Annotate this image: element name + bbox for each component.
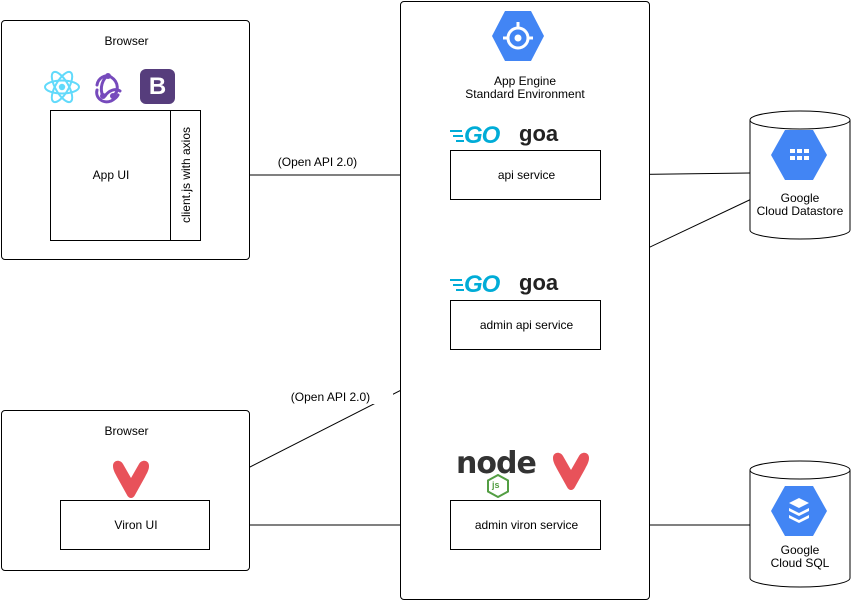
app-engine-icon: [492, 11, 544, 61]
open-api-label-bottom: (Open API 2.0): [268, 390, 393, 404]
goa-icon: goa: [519, 121, 558, 147]
go-icon: GO: [450, 122, 510, 150]
go-label: GO: [464, 122, 500, 149]
datastore-label-2: Cloud Datastore: [756, 204, 844, 218]
js-label: js: [492, 480, 500, 490]
client-js-box: [170, 110, 201, 241]
cloudsql-label-2: Cloud SQL: [770, 556, 830, 570]
admin-viron-service-box: admin viron service: [450, 500, 601, 550]
client-js-label: client.js with axios: [179, 126, 193, 224]
go-icon-2: GO: [450, 271, 510, 299]
viron-ui-box: Viron UI: [60, 500, 210, 550]
datastore-icon: [771, 130, 827, 180]
browser-top-title: Browser: [104, 34, 149, 48]
admin-api-service-label: admin api service: [479, 318, 574, 332]
app-ui-label: App UI: [92, 168, 130, 182]
app-engine-title-2: Standard Environment: [465, 87, 585, 101]
api-service-label: api service: [497, 168, 556, 182]
redux-icon: [95, 73, 122, 104]
admin-viron-service-label: admin viron service: [474, 518, 579, 532]
goa-label: goa: [519, 121, 559, 146]
admin-api-service-box: admin api service: [450, 300, 601, 350]
nodejs-icon: node js: [456, 446, 546, 500]
datastore-label-1: Google: [780, 191, 820, 205]
bootstrap-icon: B: [140, 69, 175, 104]
viron-service-icon: [553, 452, 589, 490]
app-engine-title-1: App Engine: [493, 74, 557, 88]
open-api-label-top: (Open API 2.0): [255, 155, 380, 169]
cloudsql-label-1: Google: [780, 543, 820, 557]
cloudsql-icon: [771, 486, 827, 536]
api-service-box: api service: [450, 150, 601, 200]
nodejs-hexagon-icon: [487, 474, 509, 498]
goa-label-2: goa: [519, 270, 559, 295]
goa-icon-2: goa: [519, 270, 558, 296]
bootstrap-letter: B: [148, 73, 167, 100]
viron-logo-icon: [113, 460, 149, 498]
viron-ui-label: Viron UI: [114, 518, 158, 532]
go-label-2: GO: [464, 271, 500, 298]
browser-bottom-title: Browser: [104, 424, 149, 438]
react-icon: [44, 70, 80, 104]
